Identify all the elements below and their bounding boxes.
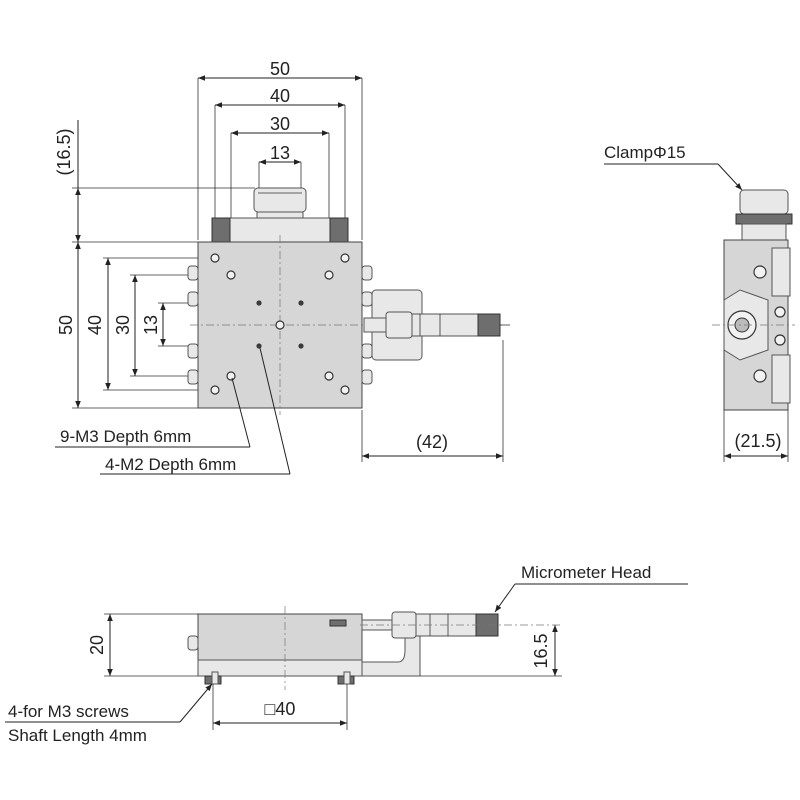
dim-16-5: 16.5 bbox=[531, 633, 551, 668]
dim-13-v: 13 bbox=[141, 315, 161, 335]
dim-21-5: (21.5) bbox=[734, 431, 781, 451]
top-view: 50 40 30 13 (16.5) 50 40 30 13 bbox=[54, 59, 510, 475]
label-clamp: ClampΦ15 bbox=[604, 143, 686, 162]
label-screws: 4-for M3 screws bbox=[8, 702, 129, 721]
front-view: Micrometer Head 20 16.5 bbox=[5, 563, 688, 745]
dim-20: 20 bbox=[87, 635, 107, 655]
dim-40-h: 40 bbox=[270, 86, 290, 106]
dim-30-h: 30 bbox=[270, 114, 290, 134]
dim-50-h: 50 bbox=[270, 59, 290, 79]
dim-50-v: 50 bbox=[56, 315, 76, 335]
dim-square-40: □40 bbox=[265, 699, 296, 719]
label-micrometer-head: Micrometer Head bbox=[521, 563, 651, 582]
side-view: ClampΦ15 (21.5) bbox=[604, 143, 795, 462]
dim-16-5-clamp: (16.5) bbox=[54, 128, 74, 175]
dim-42: (42) bbox=[416, 432, 448, 452]
label-m3-holes: 9-M3 Depth 6mm bbox=[60, 427, 191, 446]
label-shaft-length: Shaft Length 4mm bbox=[8, 726, 147, 745]
dim-13-h: 13 bbox=[270, 143, 290, 163]
label-m2-holes: 4-M2 Depth 6mm bbox=[105, 455, 236, 474]
dim-40-v: 40 bbox=[85, 315, 105, 335]
dim-30-v: 30 bbox=[113, 315, 133, 335]
